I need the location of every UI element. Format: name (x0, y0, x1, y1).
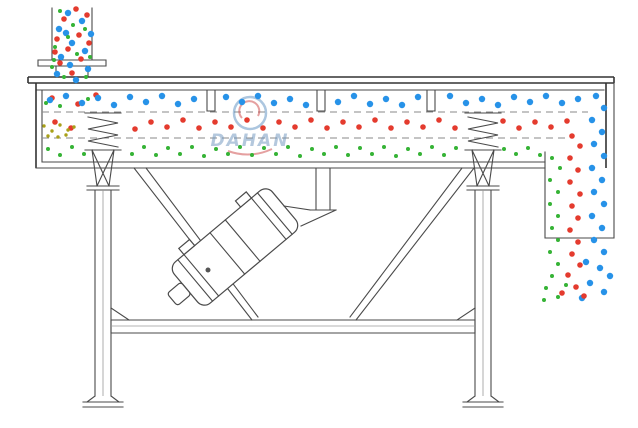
particles-layer (42, 6, 614, 302)
motor-bracket (205, 205, 337, 273)
watermark-brand-text: DAHAN (211, 131, 290, 151)
particle-group-outlet-red (559, 133, 587, 299)
motor-lug (177, 238, 196, 256)
particle-group-fines-olive (42, 123, 76, 139)
center-support (309, 167, 337, 211)
vibration-motor (167, 188, 299, 306)
left-isolation-spring (84, 112, 122, 191)
particle-group-inlet-green (50, 9, 92, 79)
cross-beam (110, 307, 476, 334)
particle-group-mix-under-inlet-red (49, 92, 99, 107)
screen-decks (42, 111, 588, 139)
motor-shaft-icon (167, 282, 191, 306)
motor-lug (234, 191, 253, 208)
right-leg (462, 189, 504, 408)
left-leg (82, 189, 124, 408)
baffles (206, 89, 436, 112)
particle-group-deck-top-blue (46, 92, 582, 109)
particle-group-inlet-red (52, 6, 92, 76)
outlet-chute (544, 82, 615, 239)
motor-plug-icon (205, 267, 211, 273)
particle-group-deck-bottom-green (46, 145, 542, 158)
screen-box (35, 83, 607, 169)
particle-group-mix-under-inlet-green (44, 97, 90, 108)
right-isolation-spring (464, 112, 502, 191)
watermark-underline-icon (227, 148, 273, 156)
particle-group-outlet-green (542, 156, 568, 302)
logo-swoosh-icon (238, 100, 261, 119)
particle-group-outlet-blue (578, 92, 614, 302)
particle-group-inlet-blue (53, 9, 95, 84)
logo-swirl-icon (232, 95, 268, 131)
particle-group-deck-mid-red (52, 117, 570, 132)
brand-watermark: DAHAN (211, 95, 290, 156)
top-cover (27, 76, 615, 91)
